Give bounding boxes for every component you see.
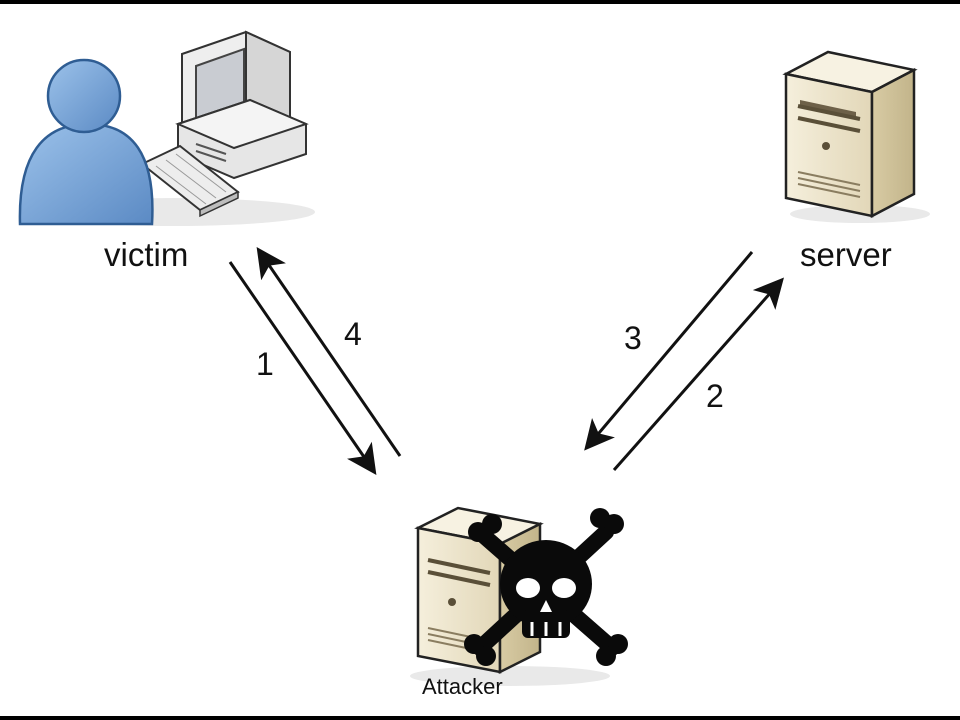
keyboard-icon bbox=[140, 144, 240, 218]
arrow-step-2 bbox=[612, 277, 784, 471]
person-icon bbox=[18, 58, 154, 226]
server-icon bbox=[782, 50, 930, 223]
attacker-icon bbox=[410, 506, 628, 686]
server-label: server bbox=[800, 236, 892, 273]
arrow-step-1 bbox=[228, 261, 377, 475]
attacker-label: Attacker bbox=[422, 674, 503, 699]
victim-icon bbox=[18, 30, 315, 226]
arrow-step-3 bbox=[584, 251, 754, 451]
step-3-label: 3 bbox=[624, 320, 642, 356]
skull-crossbones-icon bbox=[464, 508, 628, 666]
computer-monitor-icon bbox=[175, 30, 309, 180]
step-1-label: 1 bbox=[256, 346, 274, 382]
diagram-svg bbox=[18, 30, 930, 686]
victim-label: victim bbox=[104, 236, 189, 273]
arrow-step-4 bbox=[256, 247, 402, 457]
diagram-canvas: victim server Attacker 1 2 3 4 bbox=[0, 4, 960, 716]
step-4-label: 4 bbox=[344, 316, 362, 352]
step-2-label: 2 bbox=[706, 378, 724, 414]
